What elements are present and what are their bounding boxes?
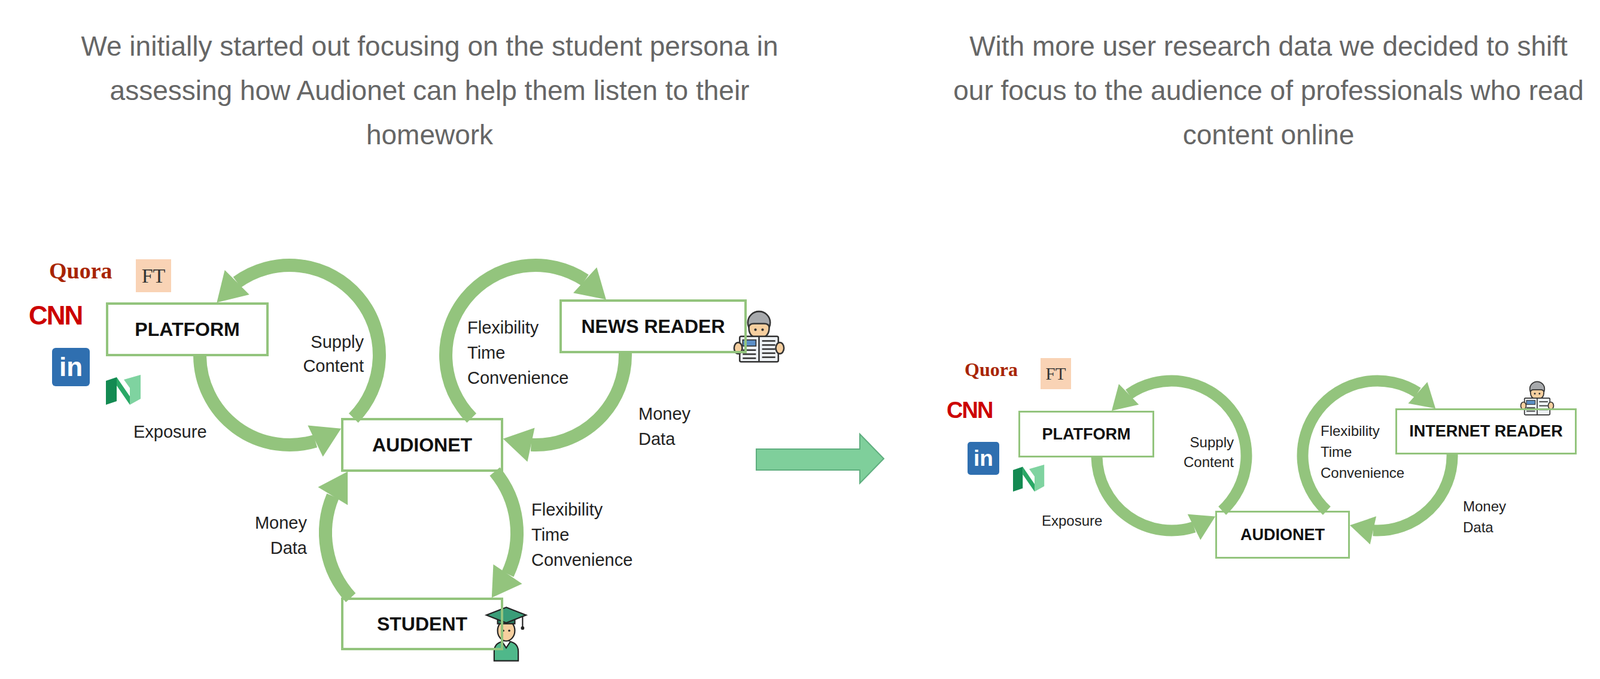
loop-arrow: [1111, 380, 1247, 511]
edge-label: Money Data: [1462, 495, 1507, 538]
news-reader-icon: [734, 311, 784, 362]
arrow-arc: [325, 495, 351, 598]
heading: With more user research data we decided …: [951, 23, 1586, 157]
arrow-head: [216, 269, 249, 303]
arrow-head: [1349, 515, 1377, 544]
logo-ft: FT: [135, 259, 172, 292]
arrow-head: [503, 427, 535, 462]
arrow-arc: [1096, 457, 1194, 531]
entity-box: PLATFORM: [105, 302, 269, 357]
box-label: PLATFORM: [134, 317, 240, 341]
edge-label: Money Data: [638, 400, 691, 452]
logo-quora: Quora: [964, 359, 1018, 380]
logo-ft: FT: [1040, 357, 1072, 389]
graduate-icon: [486, 606, 526, 660]
arrow-head: [1407, 381, 1436, 409]
entity-box: NEWS READER: [559, 299, 747, 354]
loop-arrow: [317, 471, 351, 598]
edge-label: Exposure: [133, 419, 208, 444]
loop-arrow: [491, 471, 523, 598]
loop-arrow: [445, 265, 607, 418]
transition-arrow: [756, 433, 884, 483]
entity-box: AUDIONET: [341, 417, 504, 472]
arrow-arc: [1129, 380, 1247, 511]
box-label: INTERNET READER: [1409, 421, 1563, 441]
arrow-head: [491, 563, 523, 598]
heading: We initially started out focusing on the…: [76, 23, 783, 157]
arrow-head: [1187, 513, 1216, 540]
box-label: PLATFORM: [1042, 424, 1131, 444]
entity-box: PLATFORM: [1018, 410, 1155, 458]
logo-cnn: CNN: [28, 300, 82, 330]
arrow-arc: [531, 353, 626, 445]
edge-label: Supply Content: [302, 329, 364, 378]
logo-linkedin: in: [967, 441, 1000, 475]
medium-logo: [1013, 464, 1045, 492]
box-label: STUDENT: [376, 612, 468, 635]
medium-logo: [105, 374, 141, 405]
arrow-arc: [1302, 380, 1418, 511]
arrow-head: [317, 471, 348, 506]
entity-box: INTERNET READER: [1395, 408, 1577, 455]
arrow-head: [1111, 383, 1139, 411]
edge-label: Supply Content: [1183, 432, 1234, 472]
box-label: NEWS READER: [581, 314, 725, 338]
arrow-arc: [445, 265, 586, 418]
box-label: AUDIONET: [372, 433, 473, 456]
loop-arrow: [216, 265, 380, 418]
arrow-head: [307, 425, 342, 457]
arrow-head: [573, 267, 607, 300]
logo-cnn: CNN: [946, 397, 993, 424]
edge-label: Flexibility Time Convenience: [1320, 420, 1405, 483]
edge-label: Exposure: [1041, 510, 1103, 531]
arrow-arc: [236, 265, 380, 418]
arrow-arc: [199, 356, 316, 445]
edge-label: Flexibility Time Convenience: [531, 496, 633, 573]
entity-box: STUDENT: [341, 597, 504, 650]
edge-label: Flexibility Time Convenience: [467, 314, 569, 391]
logo-quora: Quora: [49, 258, 113, 284]
loop-arrow: [1302, 380, 1436, 511]
box-label: AUDIONET: [1240, 524, 1325, 544]
arrow-arc: [494, 471, 517, 574]
edge-label: Money Data: [254, 509, 307, 561]
entity-box: AUDIONET: [1215, 510, 1350, 559]
logo-linkedin: in: [52, 347, 90, 386]
